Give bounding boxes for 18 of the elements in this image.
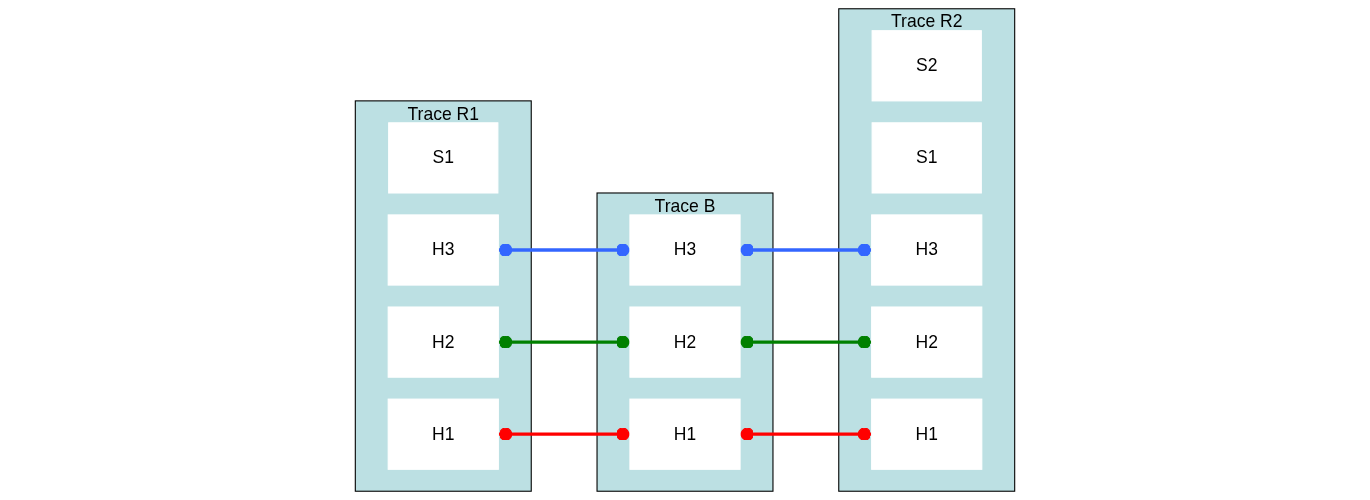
node-box: S1 <box>871 122 982 194</box>
connector <box>740 243 872 257</box>
connector <box>498 243 630 257</box>
node-box: H1 <box>871 398 983 470</box>
node-box: H2 <box>629 306 741 378</box>
node-box: S1 <box>388 122 499 194</box>
node-box: S2 <box>871 30 982 102</box>
connector <box>740 427 872 441</box>
connector <box>498 335 630 349</box>
node-box: H3 <box>871 214 983 286</box>
node-box: H1 <box>387 398 499 470</box>
node-box: H3 <box>629 214 741 286</box>
connector <box>740 335 872 349</box>
node-box: H3 <box>387 214 499 286</box>
node-box: H2 <box>387 306 499 378</box>
connector <box>498 427 630 441</box>
node-box: H2 <box>871 306 983 378</box>
node-box: H1 <box>629 398 741 470</box>
